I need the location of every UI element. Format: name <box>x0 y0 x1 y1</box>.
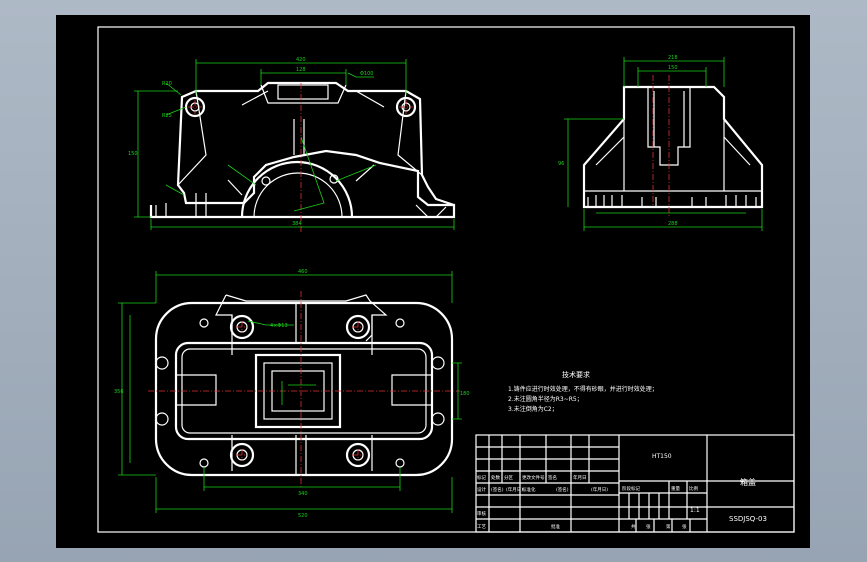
side-view: 218 150 288 96 <box>558 55 764 231</box>
note-holes: 4×Φ13 <box>270 323 288 329</box>
dim-plan-width: 460 <box>298 269 308 275</box>
tb-review: 审核 <box>477 510 486 517</box>
tb-sheets: 张 <box>646 523 651 530</box>
dim-front-inner: 128 <box>296 67 306 73</box>
tb-drawing-number: SSDJSQ-03 <box>729 515 767 523</box>
front-view: 420 128 150 384 Φ100 R20 R25 <box>128 57 456 233</box>
tb-standard: 标准化 <box>522 486 536 493</box>
dim-front-top: 420 <box>296 57 306 63</box>
title-block: 标记 处数 分区 更改文件号 签名 年月日 设计 (签名) (年月日) 标准化 … <box>475 434 795 533</box>
tb-change-doc: 更改文件号 <box>522 474 545 481</box>
tb-design-date: (年月日) <box>506 486 523 493</box>
drawing-border <box>97 26 795 533</box>
dim-plan-right: 180 <box>460 391 470 397</box>
tb-mark: 标记 <box>477 474 486 481</box>
tb-total: 共 <box>631 523 636 530</box>
tb-standard-date: (年月日) <box>591 486 608 493</box>
tb-scale: 1:1 <box>690 507 700 514</box>
tb-zone: 分区 <box>504 474 513 481</box>
tb-standard-sign: (签名) <box>556 486 569 493</box>
tech-heading: 技术要求 <box>562 370 590 379</box>
dim-plan-inner-w: 340 <box>298 491 308 497</box>
dim-plan-bottom: 520 <box>298 513 308 519</box>
tb-date: 年月日 <box>573 474 587 481</box>
dim-side-top: 218 <box>668 55 678 61</box>
tech-item-2: 2.未注圆角半径为R3~R5； <box>508 395 583 403</box>
dim-front-bottom: 384 <box>292 221 302 227</box>
plan-view: 460 340 520 356 180 4×Φ13 <box>114 269 470 519</box>
tech-item-3: 3.未注倒角为C2； <box>508 405 558 413</box>
tb-title: 箱盖 <box>740 477 756 487</box>
note-bore: Φ100 <box>360 71 373 77</box>
dim-side-inner: 150 <box>668 65 678 71</box>
tb-count: 处数 <box>491 474 500 481</box>
dim-front-height: 150 <box>128 151 138 157</box>
tech-requirements: 技术要求 1.铸件应进行时效处理，不得有砂眼，并进行时效处理； 2.未注圆角半径… <box>508 370 658 413</box>
tb-process: 工艺 <box>477 524 486 530</box>
tech-item-1: 1.铸件应进行时效处理，不得有砂眼，并进行时效处理； <box>508 385 658 393</box>
tb-no: 第 <box>666 523 671 530</box>
dim-side-bottom: 288 <box>668 221 678 227</box>
drawing-sheet: 420 128 150 384 Φ100 R20 R25 218 150 288… <box>56 15 810 548</box>
plan-bolt-holes <box>155 314 445 468</box>
tb-sheet: 张 <box>682 523 687 530</box>
tb-stage: 阶段标记 <box>622 485 640 492</box>
cad-drawing: 420 128 150 384 Φ100 R20 R25 218 150 288… <box>97 26 795 533</box>
dim-plan-height: 356 <box>114 389 124 395</box>
tb-design-sign: (签名) <box>491 486 504 493</box>
dim-side-height: 96 <box>558 161 564 167</box>
tb-sign: 签名 <box>548 474 557 481</box>
tb-approve: 批准 <box>551 523 560 530</box>
note-r-large: R25 <box>162 113 172 119</box>
tb-design: 设计 <box>477 486 486 493</box>
tb-model: HT150 <box>652 453 672 460</box>
note-r-small: R20 <box>162 81 172 87</box>
tb-scale-label: 比例 <box>689 485 698 492</box>
tb-weight: 重量 <box>671 485 680 492</box>
